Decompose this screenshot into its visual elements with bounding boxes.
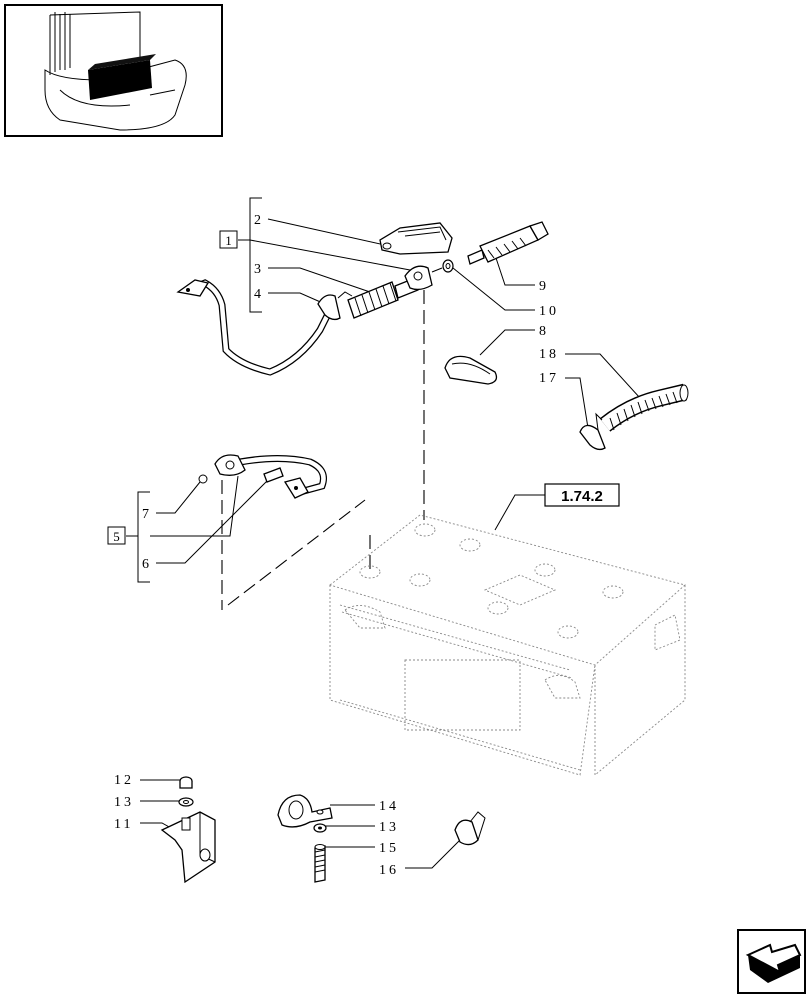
callout-11: 11 xyxy=(114,817,133,832)
cross-reference-box[interactable]: 1.74.2 xyxy=(544,483,620,507)
callout-18: 18 xyxy=(539,347,559,362)
mounting-bracket xyxy=(160,776,216,884)
callout-10: 10 xyxy=(539,304,559,319)
group-label-5: 5 xyxy=(113,529,120,544)
corrugated-tube xyxy=(599,383,689,432)
group-label-1: 1 xyxy=(225,233,232,248)
cross-reference-label: 1.74.2 xyxy=(561,488,603,505)
callout-9: 9 xyxy=(539,279,549,294)
callout-14: 14 xyxy=(379,799,399,814)
negative-battery-cable xyxy=(198,454,327,499)
callout-6: 6 xyxy=(142,557,152,572)
callout-17: 17 xyxy=(539,371,559,386)
location-thumbnail xyxy=(4,4,223,137)
callout-2: 2 xyxy=(254,213,264,228)
clamp-assembly xyxy=(277,794,333,883)
assembly-axis-line xyxy=(227,499,366,606)
callout-16: 16 xyxy=(379,863,399,878)
callout-3: 3 xyxy=(254,262,264,277)
callout-12: 12 xyxy=(114,773,134,788)
group-1-bracket: 1 xyxy=(219,197,262,313)
callout-13-left: 13 xyxy=(114,795,134,810)
callout-4: 4 xyxy=(254,287,264,302)
callout-15: 15 xyxy=(379,841,399,856)
next-page-arrow-icon[interactable] xyxy=(737,929,806,994)
cable-clip xyxy=(444,355,498,385)
battery-reference xyxy=(329,514,686,776)
tube-clip xyxy=(579,412,606,451)
callout-7: 7 xyxy=(142,507,152,522)
group-5-bracket: 5 xyxy=(107,491,150,583)
spring-clip xyxy=(454,811,486,846)
cable-spring xyxy=(347,281,399,319)
terminal-cover xyxy=(379,222,453,255)
positive-battery-cable xyxy=(176,265,433,376)
callout-8: 8 xyxy=(539,324,549,339)
leader-lines xyxy=(140,218,641,869)
callout-13-right: 13 xyxy=(379,820,399,835)
washer-and-bolt xyxy=(431,221,549,273)
